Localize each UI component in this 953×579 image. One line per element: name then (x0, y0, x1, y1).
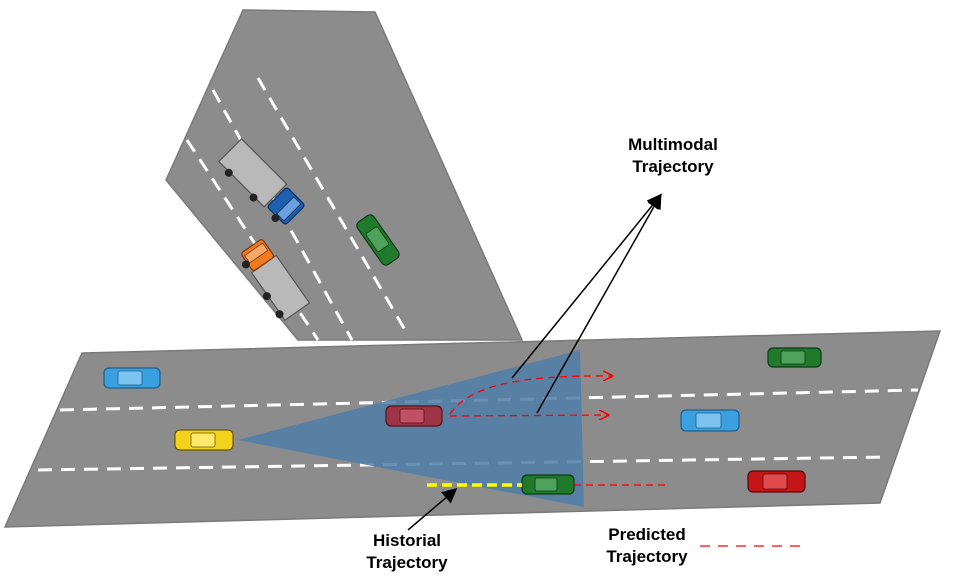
car-right-mid (680, 409, 740, 432)
predicted-path-straight (449, 415, 608, 416)
vehicles (103, 138, 822, 495)
historical-label-line1: Historial (373, 531, 441, 550)
predicted-label-line2: Trajectory (606, 547, 688, 566)
car-center-bottom (521, 474, 575, 495)
car-target (385, 405, 443, 427)
ramp-road (165, 9, 524, 341)
predicted-label-line1: Predicted (608, 525, 685, 544)
multimodal-label-line2: Trajectory (632, 157, 714, 176)
car-ego (174, 429, 234, 451)
car-left-top (103, 367, 161, 389)
car-ramp (356, 214, 400, 266)
diagram-labels: Multimodal Trajectory Historial Trajecto… (366, 135, 717, 572)
multimodal-arrow-2 (536, 193, 662, 414)
truck-ramp-top (218, 138, 305, 225)
car-right-bottom (747, 470, 806, 493)
main-lane-divider-upper (59, 388, 919, 412)
ramp-lane-divider-center (256, 77, 407, 331)
sensing-area (238, 350, 584, 507)
car-right-top (767, 347, 822, 368)
historical-label-line2: Trajectory (366, 553, 448, 572)
predicted-path-lane-change (449, 376, 612, 415)
truck-ramp-bottom (241, 239, 311, 322)
historical-arrow (407, 488, 458, 531)
annotation-arrows (407, 193, 662, 531)
multimodal-label-line1: Multimodal (628, 135, 718, 154)
predicted-trajectories (449, 376, 668, 486)
ramp-lane-divider-right (185, 139, 320, 341)
multimodal-arrow-1 (511, 193, 662, 379)
